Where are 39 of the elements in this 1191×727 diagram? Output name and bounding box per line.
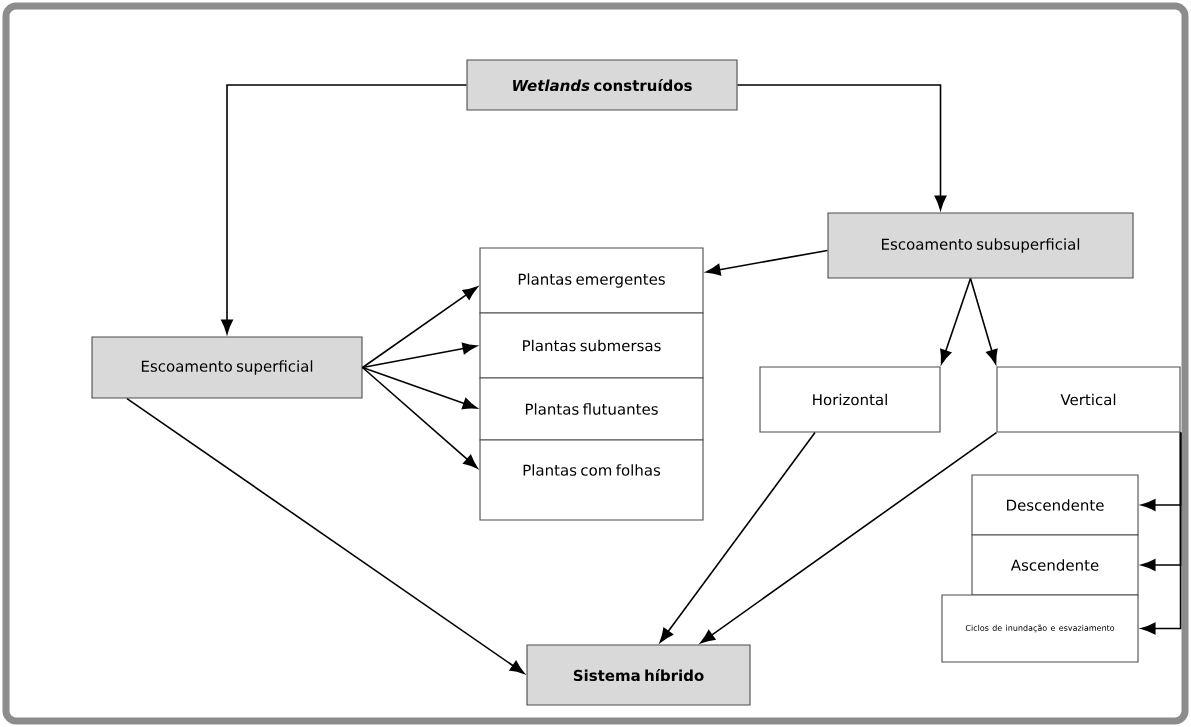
- box-label: Vertical: [1060, 393, 1116, 406]
- category-box: [759, 366, 941, 433]
- arrow: [969, 277, 998, 365]
- category-box: [941, 594, 1139, 663]
- arrow: [736, 84, 947, 210]
- box-label: Ascendente: [1010, 559, 1099, 571]
- box-label: Plantas flutuantes: [525, 403, 658, 415]
- category-box: [479, 377, 704, 441]
- box-label: Descendente: [1007, 499, 1104, 511]
- box-label: Ciclos de inundação e esvaziamento: [965, 624, 1115, 633]
- box-label: Escoamento superficial: [141, 360, 313, 375]
- category-box: [971, 534, 1139, 596]
- arrow: [940, 277, 972, 365]
- box-label: Wetlands construídos: [513, 78, 692, 92]
- arrow: [361, 342, 478, 369]
- arrow: [361, 286, 478, 369]
- arrow: [361, 366, 478, 410]
- arrow: [221, 84, 468, 334]
- box-label: Plantas com folhas: [523, 464, 661, 476]
- arrow: [126, 397, 525, 674]
- process-box: [466, 59, 738, 111]
- box-label: Horizontal: [813, 393, 887, 406]
- arrow: [700, 431, 998, 644]
- box-label: Plantas emergentes: [518, 273, 665, 288]
- box-label: Sistema híbrido: [573, 668, 704, 682]
- box-label: Escoamento subsuperficial: [882, 238, 1080, 253]
- category-box: [479, 247, 704, 314]
- process-box: [91, 336, 363, 399]
- arrow: [705, 249, 829, 276]
- box-label: Plantas submersas: [523, 339, 661, 352]
- category-box: [971, 474, 1139, 536]
- arrow: [1141, 431, 1182, 635]
- arrow: [659, 431, 816, 643]
- process-box: [827, 212, 1134, 279]
- arrow: [361, 366, 478, 469]
- category-box: [479, 439, 704, 521]
- process-box: [526, 644, 751, 706]
- category-box: [479, 312, 704, 379]
- category-box: [996, 366, 1181, 433]
